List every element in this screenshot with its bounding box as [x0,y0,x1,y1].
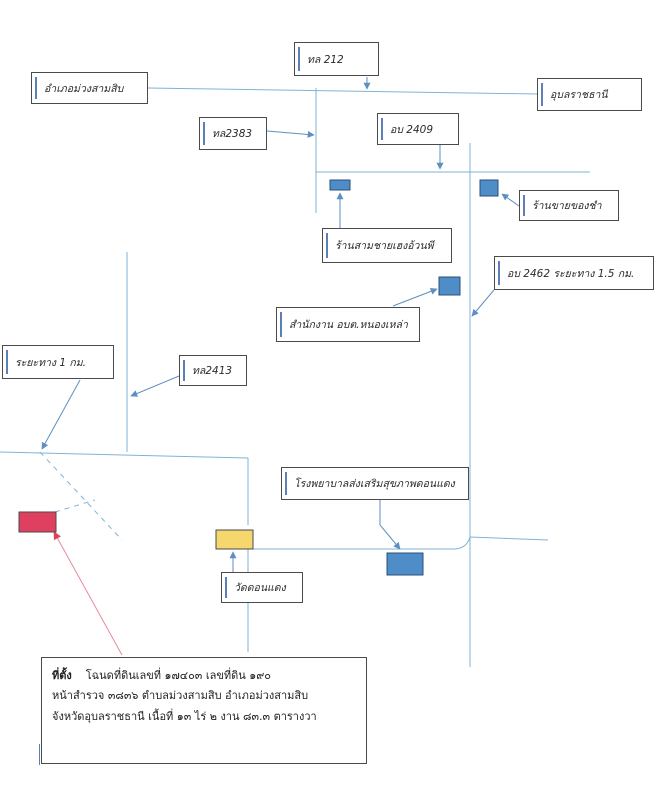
obt-office-marker [438,276,461,296]
road-muang-ubon [147,87,538,95]
label-shop-sam: ร้านสามชายเฮงอ้วนพี [322,228,452,263]
label-distance-1km: ระยะทาง 1 กม. [2,345,114,379]
label-road-212: ทล 212 [294,42,379,76]
arrow-2383 [266,130,315,138]
arrows [41,77,520,572]
arrow-2413 [130,375,180,397]
info-line-2: หน้าสำรวจ ๓๘๓๖ ตำบลม่วงสามสิบ อำเภอม่วงส… [52,689,309,703]
road-bottom-horizontal [253,536,549,550]
label-muang-sam-sip: อำเภอม่วงสามสิบ [31,72,148,104]
road-left-horizontal [0,451,249,459]
shop-sam-marker [329,179,351,191]
info-title: ที่ตั้ง [52,669,72,682]
arrow-2462 [471,289,495,317]
roads [0,87,590,667]
arrow-obt [392,288,438,307]
label-road-2383: ทล2383 [199,117,267,150]
label-road-2409: อบ 2409 [377,113,459,145]
label-road-2462: อบ 2462 ระยะทาง 1.5 กม. [494,256,654,290]
label-obt-office: สำนักงาน อบต.หนองเหล่า [276,307,420,342]
shop-cha-marker [479,179,499,197]
arrow-shop-cha [501,193,520,207]
info-line-3: จังหวัดอุบลราชธานี เนื้อที่ ๑๓ ไร่ ๒ งาน… [52,709,317,723]
arrow-hospital [379,500,401,550]
arrow-distance [41,379,81,450]
label-shop-cha: ร้านขายของชำ [519,190,619,221]
wat-marker [215,529,254,550]
info-line-1: โฉนดที่ดินเลขที่ ๑๗๔๐๓ เลขที่ดิน ๑๙๐ [85,669,272,682]
label-ubon-ratchathani: อุบลราชธานี [537,78,642,111]
info-title-line: ที่ตั้ง โฉนดที่ดินเลขที่ ๑๗๔๐๓ เลขที่ดิน … [52,666,358,686]
dirt-road-2 [54,499,96,513]
label-wat-don-daeng: วัดดอนแดง [221,572,303,603]
location-info-box: ที่ตั้ง โฉนดที่ดินเลขที่ ๑๗๔๐๓ เลขที่ดิน … [39,657,367,765]
site-marker [18,511,57,533]
arrow-site [53,531,123,656]
label-road-2413: ทล2413 [179,355,247,386]
label-hospital: โรงพยาบาลส่งเสริมสุขภาพดอนแดง [281,467,469,500]
dirt-road-1 [39,451,123,541]
hospital-marker [386,552,424,576]
